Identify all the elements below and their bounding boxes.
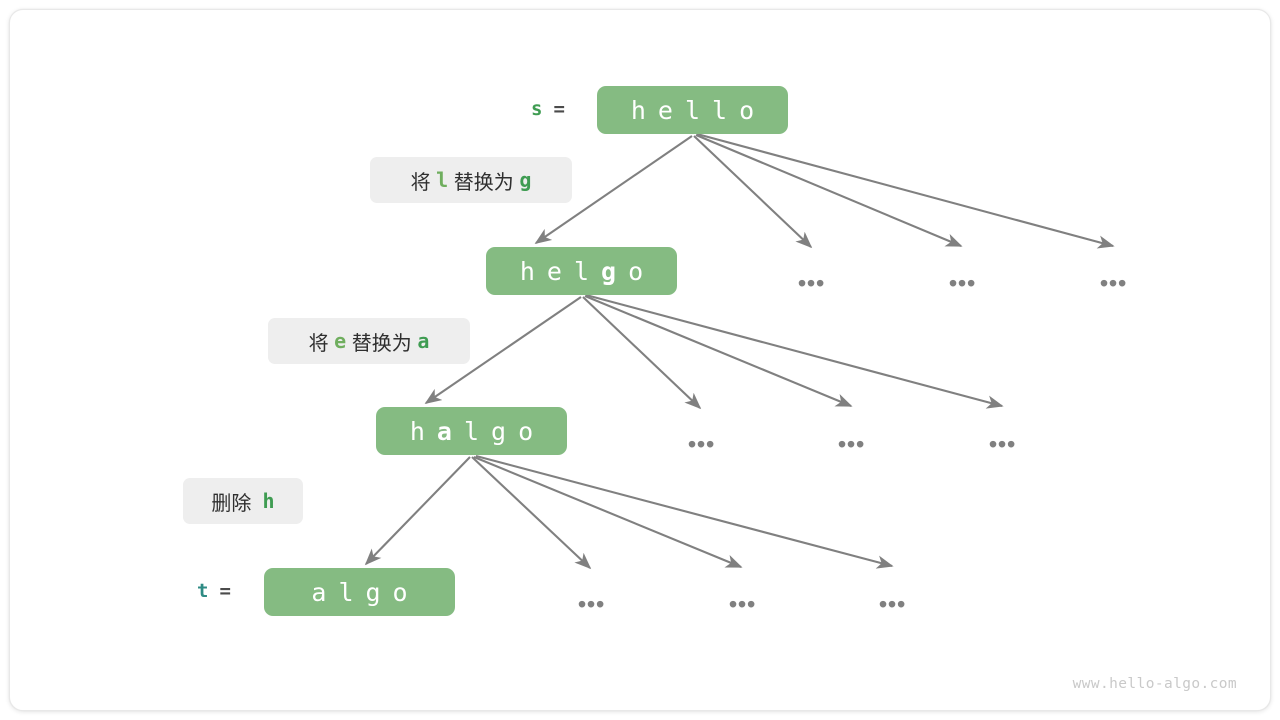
ellipsis-row3-3: •••: [879, 591, 907, 617]
node-hello[interactable]: hello: [597, 86, 788, 134]
chip-to-char-2: a: [417, 329, 430, 353]
node-helgo-text: helgo: [508, 257, 655, 286]
node-char: h: [519, 256, 547, 286]
chip-prefix-3: 删除: [211, 492, 252, 515]
chip-from-char-3: h: [262, 489, 275, 513]
node-char: g: [491, 416, 519, 446]
node-hello-text: hello: [630, 95, 767, 125]
variable-label-s: s =: [531, 98, 565, 120]
chip-from-char-1: l: [436, 168, 449, 192]
node-char: l: [573, 256, 602, 286]
chip-to-char-1: g: [519, 168, 532, 192]
variable-label-t: t =: [197, 580, 231, 602]
node-char: o: [518, 416, 546, 446]
node-char: l: [463, 416, 492, 446]
node-helgo[interactable]: helgo: [486, 247, 677, 295]
node-char: h: [409, 416, 437, 446]
chip-mid-2: 替换为: [351, 332, 412, 355]
chip-prefix-2: 将: [308, 332, 329, 355]
node-char: a: [436, 416, 464, 446]
equals-sign-s: =: [553, 98, 565, 120]
chip-from-char-2: e: [334, 329, 347, 353]
ellipsis-row3-2: •••: [729, 591, 757, 617]
node-algo-text: algo: [311, 577, 420, 607]
node-char: e: [546, 256, 574, 286]
ellipsis-row2-1: •••: [688, 431, 716, 457]
node-halgo-text: halgo: [398, 417, 545, 446]
node-char: g: [601, 256, 629, 286]
ellipsis-row2-2: •••: [838, 431, 866, 457]
watermark: www.hello-algo.com: [1072, 676, 1237, 692]
ellipsis-row2-3: •••: [989, 431, 1017, 457]
ellipsis-row1-3: •••: [1100, 270, 1128, 296]
chip-replace-l-with-g: 将 l 替换为 g: [370, 157, 572, 203]
ellipsis-row1-1: •••: [798, 270, 826, 296]
variable-name-s: s: [531, 98, 543, 120]
chip-mid-1: 替换为: [453, 171, 514, 194]
node-halgo[interactable]: halgo: [376, 407, 567, 455]
ellipsis-row1-2: •••: [949, 270, 977, 296]
ellipsis-row3-1: •••: [578, 591, 606, 617]
variable-name-t: t: [197, 580, 209, 602]
node-char: o: [628, 256, 656, 286]
equals-sign-t: =: [219, 580, 231, 602]
chip-replace-e-with-a: 将 e 替换为 a: [268, 318, 470, 364]
node-algo[interactable]: algo: [264, 568, 455, 616]
chip-prefix-1: 将: [410, 171, 431, 194]
chip-delete-h: 删除 h: [183, 478, 303, 524]
